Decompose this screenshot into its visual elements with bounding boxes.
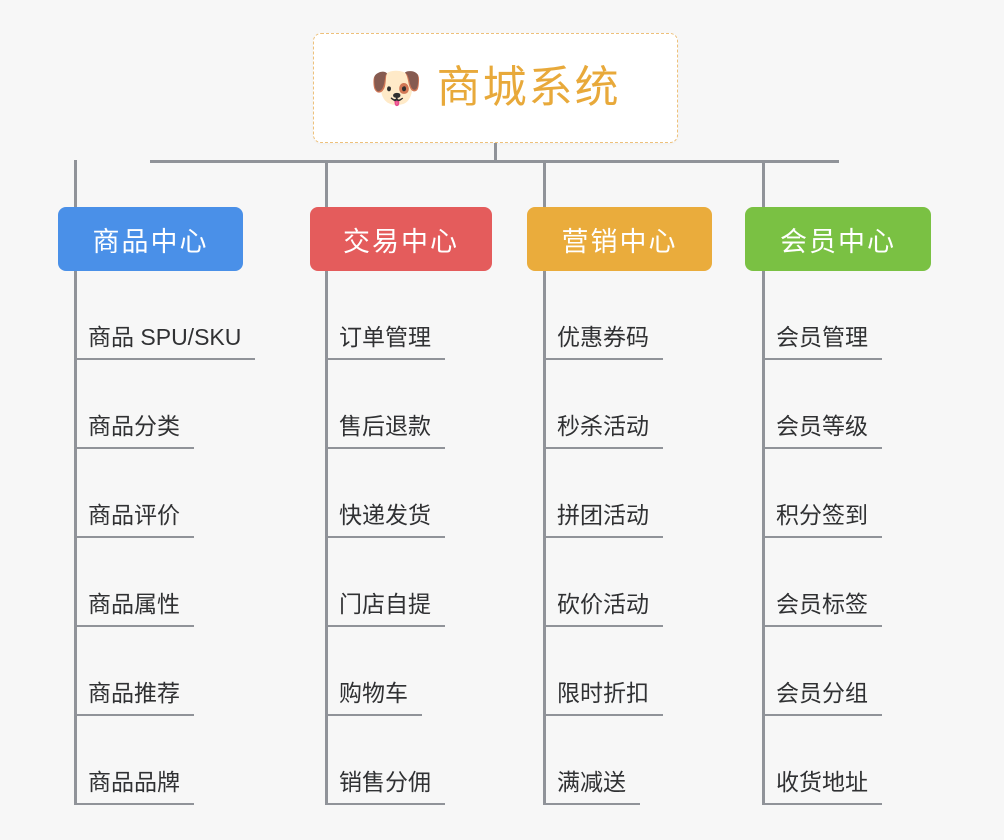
leaf-spine-connector — [74, 271, 77, 805]
leaf-label: 销售分佣 — [325, 768, 445, 805]
leaf-label: 商品评价 — [74, 501, 194, 538]
leaf-label: 快递发货 — [325, 501, 445, 538]
leaf-item[interactable]: 订单管理 — [310, 271, 492, 360]
branch-drop-connector — [762, 160, 765, 207]
leaf-label: 订单管理 — [325, 323, 445, 360]
category-label: 商品中心 — [92, 226, 209, 257]
leaf-item[interactable]: 快递发货 — [310, 449, 492, 538]
leaf-label: 门店自提 — [325, 590, 445, 627]
leaf-item[interactable]: 会员管理 — [745, 271, 931, 360]
category-label: 交易中心 — [343, 226, 459, 257]
leaf-label: 秒杀活动 — [543, 412, 663, 449]
leaf-item[interactable]: 商品推荐 — [58, 627, 243, 716]
leaf-list: 优惠券码秒杀活动拼团活动砍价活动限时折扣满减送 — [527, 271, 712, 805]
branch-column-product-center: 商品中心商品 SPU/SKU 商品分类商品评价商品属性商品推荐商品品牌 — [58, 160, 256, 805]
leaf-item[interactable]: 购物车 — [310, 627, 492, 716]
root-title: 商城系统 — [436, 63, 621, 112]
branch-column-marketing-center: 营销中心优惠券码秒杀活动拼团活动砍价活动限时折扣满减送 — [527, 160, 712, 805]
branch-column-trade-center: 交易中心订单管理售后退款快递发货门店自提购物车销售分佣 — [310, 160, 492, 805]
leaf-label: 会员等级 — [762, 412, 882, 449]
leaf-label: 收货地址 — [762, 768, 882, 805]
leaf-spine-connector — [325, 271, 328, 805]
root-stem-connector — [494, 143, 497, 162]
leaf-label: 商品推荐 — [74, 679, 194, 716]
leaf-label: 会员标签 — [762, 590, 882, 627]
branch-drop-connector — [543, 160, 546, 207]
leaf-item[interactable]: 会员等级 — [745, 360, 931, 449]
leaf-list: 会员管理会员等级积分签到会员标签会员分组收货地址 — [745, 271, 931, 805]
leaf-item[interactable]: 拼团活动 — [527, 449, 712, 538]
branch-drop-connector — [74, 160, 77, 207]
category-label: 会员中心 — [780, 226, 896, 257]
category-label: 营销中心 — [561, 226, 678, 257]
leaf-label: 积分签到 — [762, 501, 882, 538]
leaf-item[interactable]: 门店自提 — [310, 538, 492, 627]
leaf-item[interactable]: 商品属性 — [58, 538, 243, 627]
category-box-marketing-center[interactable]: 营销中心 — [527, 207, 712, 271]
branch-column-member-center: 会员中心会员管理会员等级积分签到会员标签会员分组收货地址 — [745, 160, 931, 805]
dog-face-icon: 🐶 — [370, 64, 423, 111]
leaf-item[interactable]: 收货地址 — [745, 716, 931, 805]
leaf-item[interactable]: 砍价活动 — [527, 538, 712, 627]
leaf-label: 商品品牌 — [74, 768, 194, 805]
leaf-item[interactable]: 秒杀活动 — [527, 360, 712, 449]
branch-drop-connector — [325, 160, 328, 207]
leaf-label: 限时折扣 — [543, 679, 663, 716]
leaf-list: 商品 SPU/SKU 商品分类商品评价商品属性商品推荐商品品牌 — [58, 271, 256, 805]
leaf-item[interactable]: 商品分类 — [58, 360, 243, 449]
leaf-item[interactable]: 售后退款 — [310, 360, 492, 449]
leaf-item[interactable]: 积分签到 — [745, 449, 931, 538]
category-box-member-center[interactable]: 会员中心 — [745, 207, 931, 271]
branch-bus-connector — [150, 160, 839, 163]
leaf-label: 会员分组 — [762, 679, 882, 716]
leaf-list: 订单管理售后退款快递发货门店自提购物车销售分佣 — [310, 271, 492, 805]
leaf-item[interactable]: 限时折扣 — [527, 627, 712, 716]
leaf-label: 拼团活动 — [543, 501, 663, 538]
leaf-spine-connector — [543, 271, 546, 805]
root-node[interactable]: 🐶 商城系统 — [313, 33, 678, 143]
leaf-label: 购物车 — [325, 679, 422, 716]
category-box-trade-center[interactable]: 交易中心 — [310, 207, 492, 271]
leaf-item[interactable]: 满减送 — [527, 716, 712, 805]
leaf-label: 优惠券码 — [543, 323, 663, 360]
leaf-spine-connector — [762, 271, 765, 805]
category-box-product-center[interactable]: 商品中心 — [58, 207, 243, 271]
leaf-item[interactable]: 商品评价 — [58, 449, 243, 538]
leaf-label: 售后退款 — [325, 412, 445, 449]
leaf-label: 商品分类 — [74, 412, 194, 449]
leaf-label: 满减送 — [543, 768, 640, 805]
leaf-item[interactable]: 商品品牌 — [58, 716, 243, 805]
leaf-item[interactable]: 销售分佣 — [310, 716, 492, 805]
leaf-label: 砍价活动 — [543, 590, 663, 627]
leaf-label: 商品 SPU/SKU — [74, 323, 256, 360]
leaf-label: 会员管理 — [762, 323, 882, 360]
leaf-item[interactable]: 优惠券码 — [527, 271, 712, 360]
leaf-label: 商品属性 — [74, 590, 194, 627]
leaf-item[interactable]: 会员标签 — [745, 538, 931, 627]
leaf-item[interactable]: 商品 SPU/SKU — [58, 271, 256, 360]
leaf-item[interactable]: 会员分组 — [745, 627, 931, 716]
